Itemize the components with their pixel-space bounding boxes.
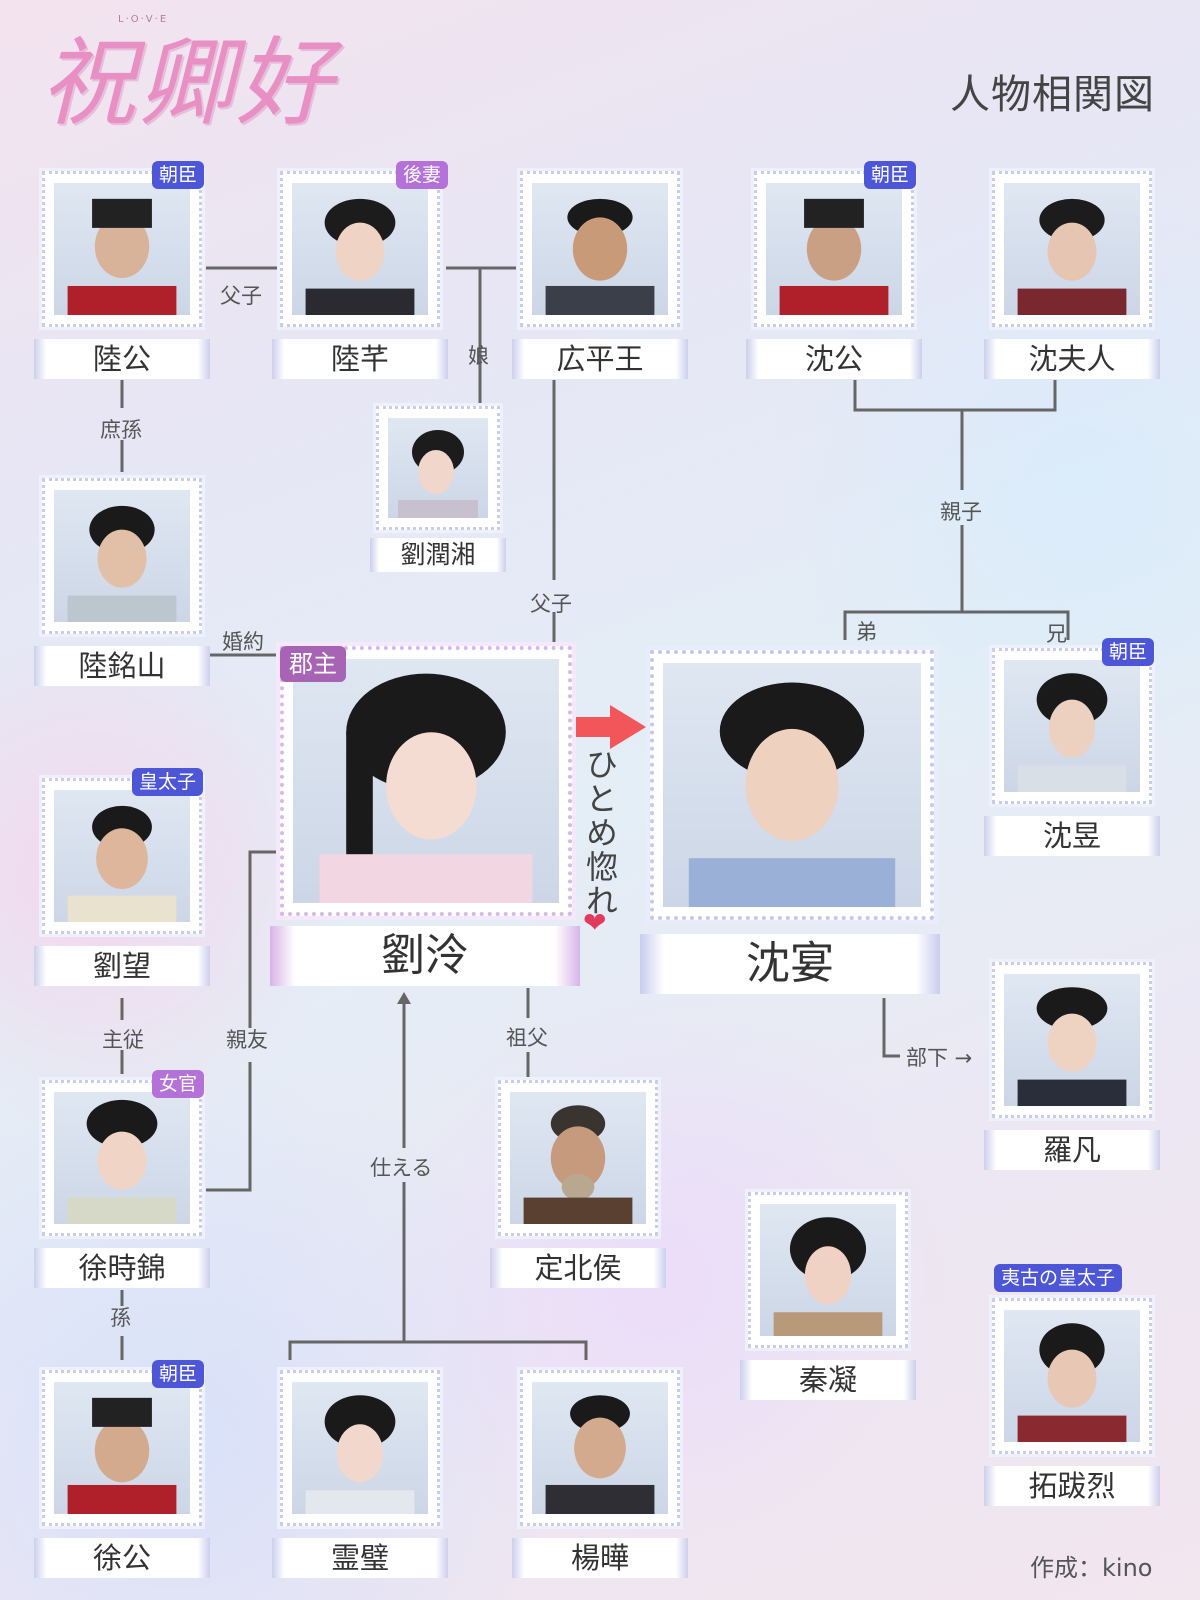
character-card-shen-furen[interactable]: 沈夫人 bbox=[984, 163, 1160, 381]
relation-label: 孫 bbox=[110, 1306, 131, 1330]
credit-text: 作成：kino bbox=[1030, 1554, 1153, 1582]
portrait-image bbox=[760, 1204, 896, 1336]
character-card-xu-gong[interactable]: 徐公 朝臣 bbox=[34, 1360, 210, 1580]
character-name: 霊璧 bbox=[272, 1538, 448, 1578]
character-name: 定北侯 bbox=[490, 1248, 666, 1288]
page-title: 人物相関図 bbox=[950, 72, 1155, 118]
character-name: 陸銘山 bbox=[34, 646, 210, 686]
character-card-liu-runxiang[interactable]: 劉潤湘 bbox=[370, 400, 506, 578]
character-name: 拓跋烈 bbox=[984, 1466, 1160, 1506]
character-name: 羅凡 bbox=[984, 1130, 1160, 1170]
portrait-image bbox=[292, 1382, 428, 1514]
character-name: 徐時錦 bbox=[34, 1248, 210, 1288]
character-card-lu-qian[interactable]: 陸芊 後妻 bbox=[272, 161, 449, 381]
role-badge: 夷古の皇太子 bbox=[994, 1264, 1123, 1292]
logo: 祝卿好 bbox=[40, 18, 360, 148]
logo-text: 祝卿好 bbox=[40, 27, 334, 139]
logo-subtext: L·O·V·E bbox=[118, 14, 169, 25]
character-name: 劉泠 bbox=[270, 926, 580, 986]
relation-label: 弟 bbox=[856, 620, 877, 644]
character-card-lu-gong[interactable]: 陸公 朝臣 bbox=[34, 161, 210, 381]
character-card-liu-wang[interactable]: 劉望 皇太子 bbox=[34, 768, 210, 988]
relation-label: 父子 bbox=[220, 284, 262, 308]
relation-label: 仕える bbox=[370, 1156, 433, 1180]
relation-label: 祖父 bbox=[506, 1026, 548, 1050]
character-card-shen-yu[interactable]: 沈昱 朝臣 bbox=[984, 638, 1160, 858]
character-name: 沈公 bbox=[746, 339, 922, 379]
portrait-image bbox=[1004, 974, 1140, 1106]
character-card-liu-ling[interactable]: 劉泠 郡主 bbox=[270, 636, 580, 986]
portrait-image bbox=[54, 183, 190, 315]
character-card-yang-ye[interactable]: 楊曄 bbox=[512, 1362, 688, 1580]
character-card-guangping[interactable]: 広平王 bbox=[512, 163, 688, 381]
portrait-image bbox=[292, 183, 428, 315]
portrait-image bbox=[54, 1382, 190, 1514]
role-badge: 皇太子 bbox=[132, 768, 204, 796]
portrait-image bbox=[54, 1092, 190, 1224]
portrait-image bbox=[532, 1382, 668, 1514]
character-name: 沈夫人 bbox=[984, 339, 1160, 379]
character-card-qin-ning[interactable]: 秦凝 bbox=[740, 1184, 916, 1402]
character-card-ling-bi[interactable]: 霊璧 bbox=[272, 1362, 448, 1580]
character-name: 徐公 bbox=[34, 1538, 210, 1578]
portrait-image bbox=[766, 183, 902, 315]
relation-label: 兄 bbox=[1046, 622, 1067, 646]
arrow-right-icon bbox=[576, 705, 646, 749]
role-badge: 朝臣 bbox=[152, 1360, 205, 1388]
role-badge: 朝臣 bbox=[152, 161, 205, 189]
character-card-lu-mingshan[interactable]: 陸銘山 bbox=[34, 470, 210, 688]
relation-label-love: ひとめ惚れ bbox=[581, 748, 619, 918]
role-badge: 女官 bbox=[152, 1070, 205, 1098]
character-name: 陸芊 bbox=[272, 339, 448, 379]
character-name: 沈宴 bbox=[640, 934, 940, 994]
character-name: 秦凝 bbox=[740, 1360, 916, 1400]
portrait-image bbox=[293, 659, 559, 903]
relation-label: 親子 bbox=[940, 500, 982, 524]
relation-label: 主従 bbox=[102, 1028, 144, 1052]
character-card-tuoba-lie[interactable]: 拓跋烈 夷古の皇太子 bbox=[984, 1264, 1160, 1508]
character-name: 沈昱 bbox=[984, 816, 1160, 856]
character-card-shen-gong[interactable]: 沈公 朝臣 bbox=[746, 161, 922, 381]
character-card-luo-fan[interactable]: 羅凡 bbox=[984, 954, 1160, 1172]
portrait-image bbox=[1004, 183, 1140, 315]
character-name: 広平王 bbox=[512, 339, 688, 379]
portrait-image bbox=[510, 1092, 646, 1224]
portrait-image bbox=[1004, 660, 1140, 792]
relation-label: 婚約 bbox=[222, 630, 264, 654]
role-badge: 後妻 bbox=[396, 161, 449, 189]
character-name: 劉潤湘 bbox=[370, 538, 506, 572]
relation-label: 娘 bbox=[468, 344, 489, 368]
character-card-dingbei[interactable]: 定北侯 bbox=[490, 1072, 666, 1290]
portrait-image bbox=[54, 490, 190, 622]
portrait-image bbox=[1004, 1310, 1140, 1442]
character-name: 陸公 bbox=[34, 339, 210, 379]
character-card-xu-shijin[interactable]: 徐時錦 女官 bbox=[34, 1070, 210, 1290]
role-badge: 朝臣 bbox=[1102, 638, 1155, 666]
portrait-image bbox=[388, 418, 488, 518]
relation-label: 部下 → bbox=[906, 1046, 973, 1070]
relation-label: 庶孫 bbox=[100, 418, 142, 442]
portrait-image bbox=[532, 183, 668, 315]
portrait-image bbox=[54, 790, 190, 922]
character-name: 劉望 bbox=[34, 946, 210, 986]
character-name: 楊曄 bbox=[512, 1538, 688, 1578]
role-badge: 郡主 bbox=[280, 646, 346, 682]
portrait-image bbox=[663, 663, 921, 907]
role-badge: 朝臣 bbox=[864, 161, 917, 189]
relation-label: 親友 bbox=[226, 1028, 268, 1052]
character-card-shen-yan[interactable]: 沈宴 bbox=[640, 640, 940, 996]
heart-icon: ❤ bbox=[583, 906, 607, 939]
relation-label: 父子 bbox=[530, 592, 572, 616]
